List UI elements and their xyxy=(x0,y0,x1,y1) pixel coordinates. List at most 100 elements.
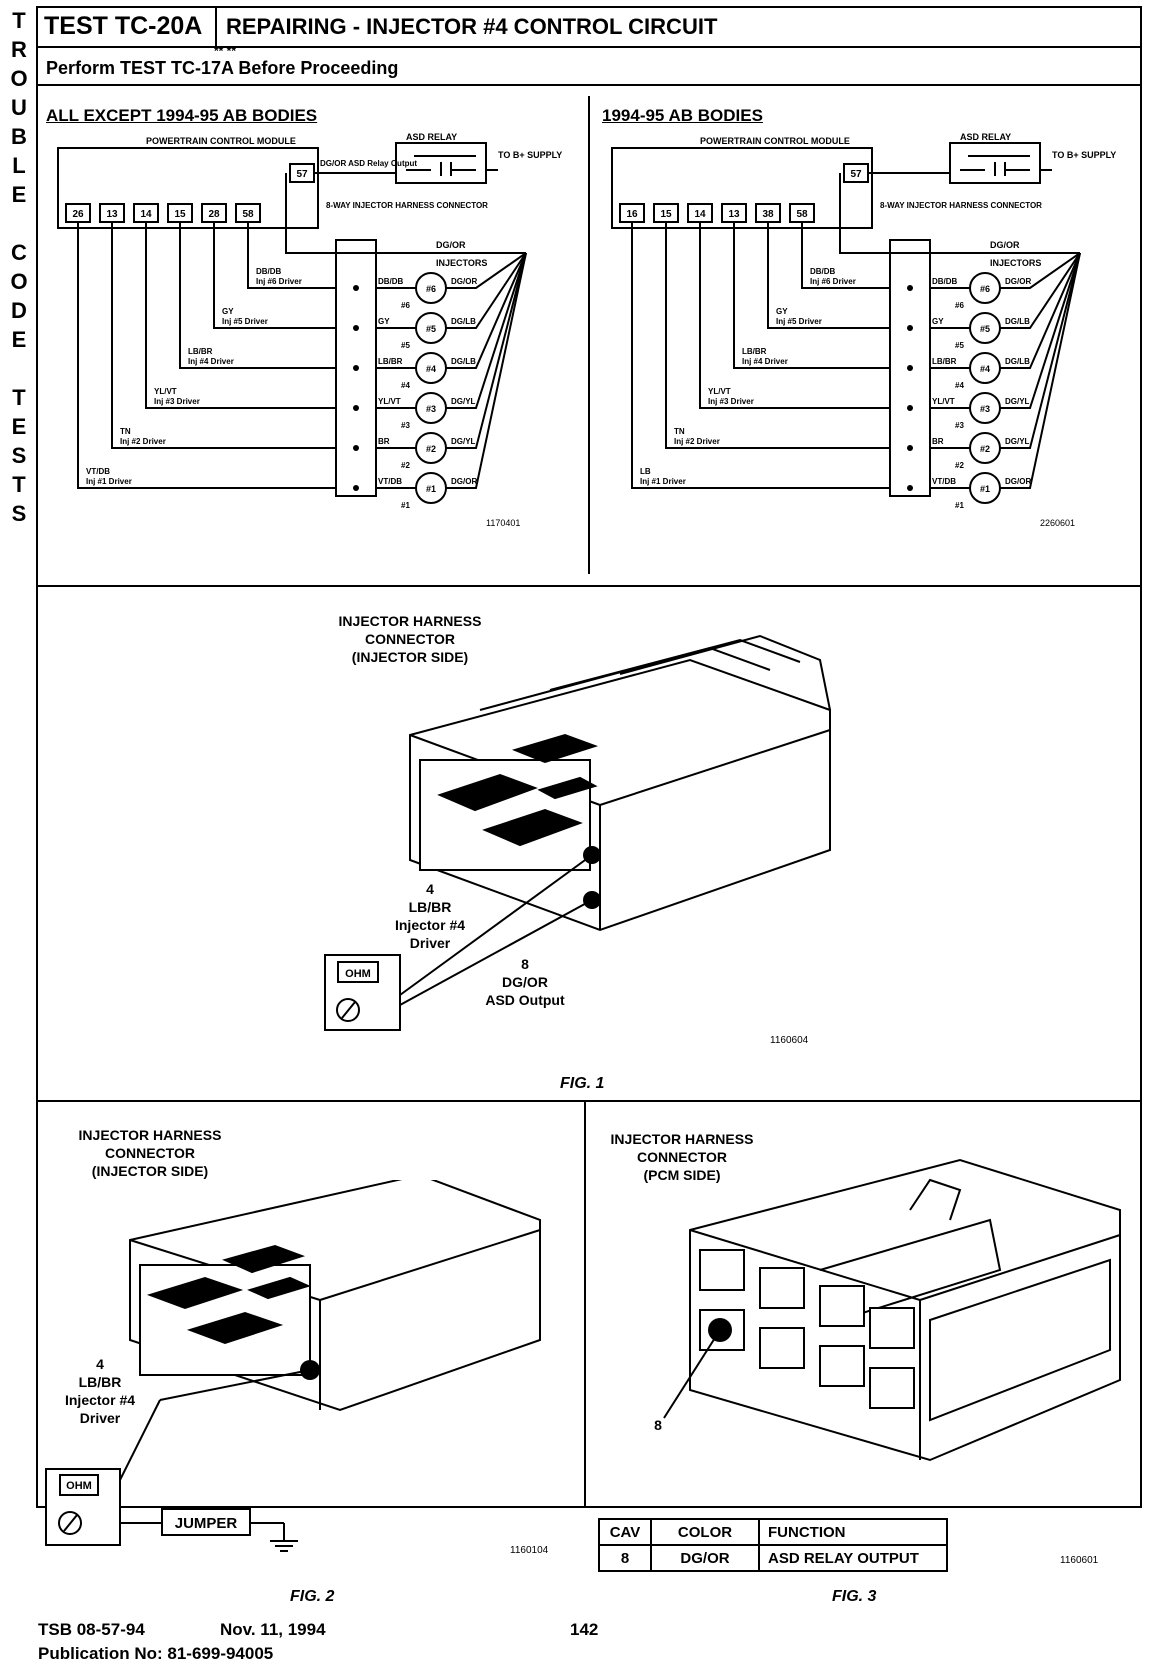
connector-pin xyxy=(907,405,913,411)
driver-label: Inj #5 Driver xyxy=(776,317,822,326)
connector-pin xyxy=(353,485,359,491)
bus-feed xyxy=(839,173,1080,254)
injector-wire-color: GY xyxy=(378,317,390,326)
return-wire xyxy=(446,252,527,289)
connector-pin xyxy=(353,365,359,371)
side-letter: S xyxy=(11,443,27,468)
side-letter: E xyxy=(11,327,27,352)
driver-wire xyxy=(767,222,890,329)
right-diagram-title: 1994-95 AB BODIES xyxy=(602,106,763,125)
pin-number: 13 xyxy=(728,209,740,220)
fig2-ref: 1160104 xyxy=(510,1545,549,1556)
pin-number: 26 xyxy=(72,209,84,220)
injector-wire-color: VT/DB xyxy=(932,477,956,486)
injector-number: #2 xyxy=(426,444,436,454)
return-wire-color: DG/LB xyxy=(1005,357,1030,366)
injector-number: #6 xyxy=(426,284,436,294)
table-cell: 8 xyxy=(598,1544,652,1572)
fig3-connector-drawing xyxy=(663,1158,1121,1462)
side-letter: T xyxy=(12,385,26,410)
driver-wire xyxy=(733,222,890,369)
return-wire xyxy=(1000,252,1081,489)
fig2-meter-jumper: OHM JUMPER xyxy=(45,1468,298,1552)
to-supply-label: TO B+ SUPPLY xyxy=(498,150,562,160)
table-row: 8 DG/OR ASD RELAY OUTPUT xyxy=(598,1544,948,1572)
footer-tsb: TSB 08-57-94 xyxy=(38,1620,145,1639)
bus-wire-label: DG/OR xyxy=(436,240,466,250)
pin-number: 58 xyxy=(242,209,254,220)
driver-label: Inj #3 Driver xyxy=(708,397,754,406)
pin-number: 28 xyxy=(208,209,220,220)
injector-number: #2 xyxy=(980,444,990,454)
driver-wire xyxy=(631,222,890,489)
driver-label: Inj #5 Driver xyxy=(222,317,268,326)
return-wire xyxy=(446,252,527,449)
fig1-connector-drawing: OHM xyxy=(324,634,831,1031)
driver-wire xyxy=(247,222,336,289)
driver-label: Inj #4 Driver xyxy=(188,357,234,366)
fig2-caption: INJECTOR HARNESS CONNECTOR (INJECTOR SID… xyxy=(60,1126,240,1180)
injectors-label: INJECTORS xyxy=(990,258,1041,268)
injector-wire-color: YL/VT xyxy=(932,397,955,406)
return-wire xyxy=(1000,252,1081,329)
cylinder-number: #3 xyxy=(955,421,964,430)
side-letter: E xyxy=(11,182,27,207)
divider xyxy=(588,96,590,574)
return-wire xyxy=(1000,252,1081,289)
relay-contact xyxy=(406,162,476,176)
fig2-connector-drawing xyxy=(49,1180,541,1497)
fig1-caption-line: INJECTOR HARNESS xyxy=(338,613,482,629)
injector-wire-color: BR xyxy=(932,437,944,446)
return-wire-color: DG/OR xyxy=(451,277,477,286)
pin-number: 57 xyxy=(296,169,308,180)
footer-date: Nov. 11, 1994 xyxy=(220,1620,326,1639)
return-wire-color: DG/OR xyxy=(1005,477,1031,486)
driver-wire-color: GY xyxy=(222,307,234,316)
side-letter: T xyxy=(12,8,26,33)
table-header: FUNCTION xyxy=(758,1518,948,1546)
fig1-ref: 1160604 xyxy=(770,1035,809,1046)
connector-label: 8-WAY INJECTOR HARNESS CONNECTOR xyxy=(880,201,1042,210)
cylinder-number: #2 xyxy=(955,461,964,470)
side-letter: T xyxy=(12,472,26,497)
injector-number: #3 xyxy=(980,404,990,414)
return-wire-color: DG/YL xyxy=(451,397,476,406)
return-wire-color: DG/LB xyxy=(451,317,476,326)
divider xyxy=(215,6,217,46)
connector-pin xyxy=(907,445,913,451)
driver-label: Inj #1 Driver xyxy=(640,477,686,486)
pin-number: 57 xyxy=(850,169,862,180)
return-wire xyxy=(446,252,527,489)
injector-number: #3 xyxy=(426,404,436,414)
fig1-caption-line: (INJECTOR SIDE) xyxy=(351,649,469,665)
side-letter: E xyxy=(11,414,27,439)
fig2-label: FIG. 2 xyxy=(290,1588,335,1605)
marks: ** ** xyxy=(214,44,237,58)
fig2-caption-line: (INJECTOR SIDE) xyxy=(91,1163,209,1179)
cylinder-number: #4 xyxy=(401,381,410,390)
svg-text:OHM: OHM xyxy=(66,1480,92,1492)
callout-line: Driver xyxy=(409,935,451,951)
pin-number: 38 xyxy=(762,209,774,220)
injectors-label: INJECTORS xyxy=(436,258,487,268)
left-diagram-title: ALL EXCEPT 1994-95 AB BODIES xyxy=(46,106,318,125)
connector-pin xyxy=(353,285,359,291)
injector-number: #1 xyxy=(426,484,436,494)
driver-wire xyxy=(111,222,336,449)
pin-number: 14 xyxy=(694,209,706,220)
svg-text:OHM: OHM xyxy=(345,968,371,980)
return-wire xyxy=(1000,252,1081,409)
svg-text:JUMPER: JUMPER xyxy=(175,1515,238,1532)
side-letter: C xyxy=(11,240,27,265)
callout-line: Injector #4 xyxy=(64,1392,136,1408)
relay-contact xyxy=(960,162,1030,176)
cylinder-number: #3 xyxy=(401,421,410,430)
callout-line: LB/BR xyxy=(78,1374,122,1390)
driver-wire xyxy=(213,222,336,329)
page-subtitle: Perform TEST TC-17A Before Proceeding xyxy=(46,58,399,78)
driver-label: Inj #6 Driver xyxy=(810,277,856,286)
side-letter: S xyxy=(11,501,27,526)
fig2-caption-line: CONNECTOR xyxy=(105,1145,195,1161)
callout-line: ASD Output xyxy=(485,992,565,1008)
divider xyxy=(36,1100,1142,1102)
